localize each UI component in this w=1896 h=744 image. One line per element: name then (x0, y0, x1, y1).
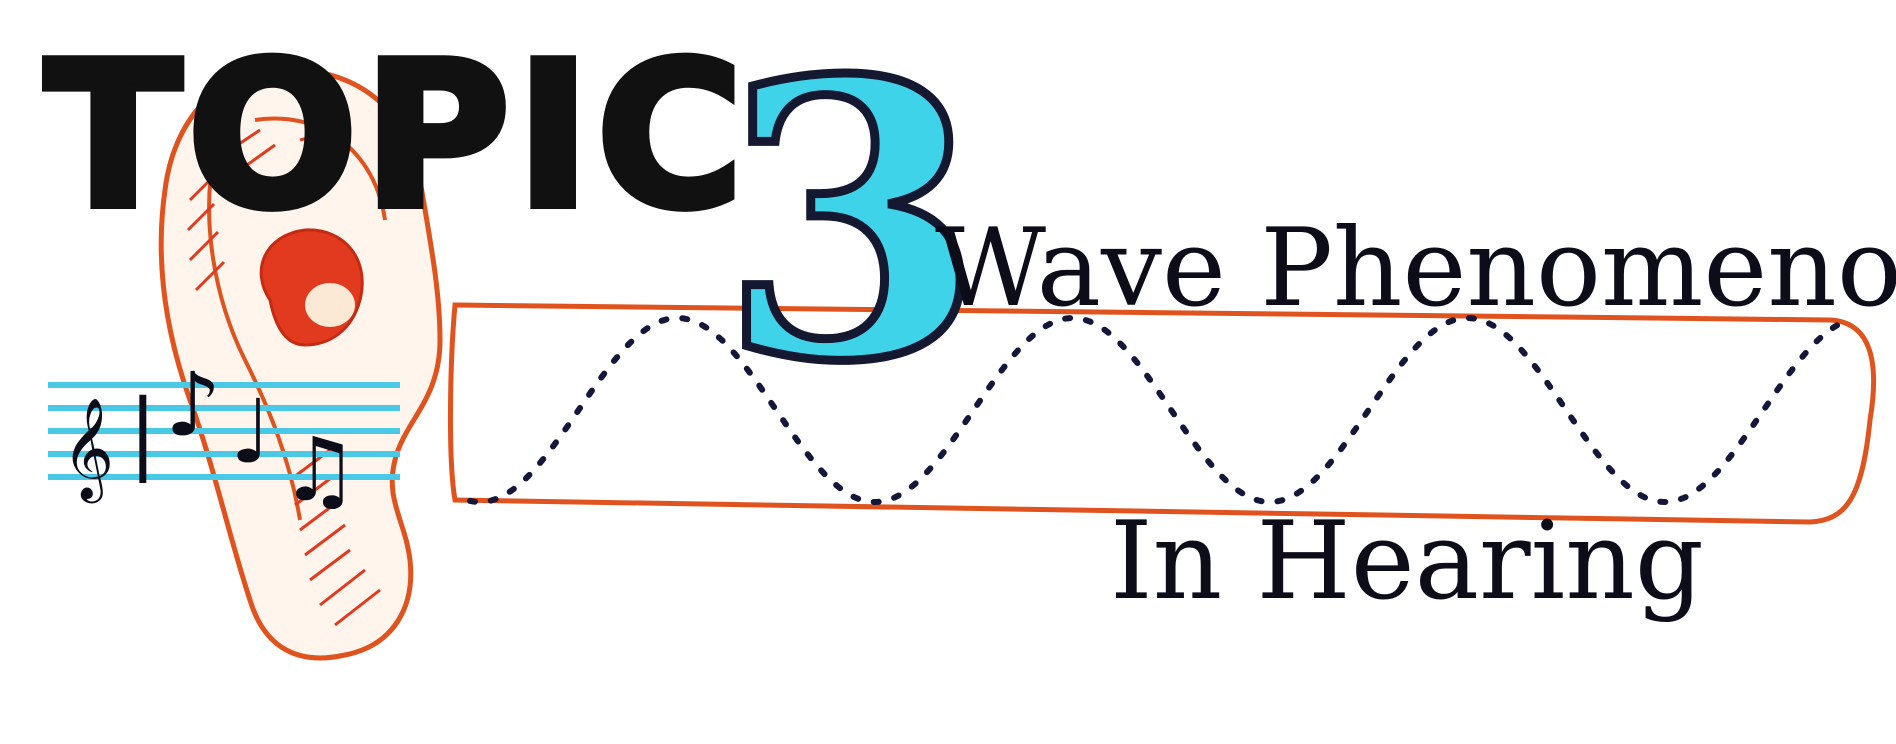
topic-number: 3 (720, 0, 984, 445)
title-line-1: Wave Phenomenon (935, 206, 1896, 331)
ear-icon (158, 66, 443, 661)
staff-lines (48, 382, 400, 480)
topic-word: TOPIC (45, 20, 749, 253)
tube-outline (447, 302, 1877, 525)
bar-line: | (128, 380, 158, 483)
sine-wave-icon (467, 314, 1845, 506)
title-line-2: In Hearing (1110, 499, 1704, 624)
ear-outline (158, 66, 443, 661)
eighth-note: ♪ (165, 353, 221, 456)
quarter-note: ♩ (230, 380, 272, 483)
ear-helix (254, 116, 387, 221)
beamed-notes: ♫ (280, 418, 359, 521)
ear-hatching (186, 128, 381, 627)
ear-inner-fold (207, 149, 302, 521)
music-staff-icon: 𝄞 | ♪ ♩ ♫ (48, 353, 400, 521)
treble-clef: 𝄞 (62, 396, 114, 504)
ear-canal-highlight (305, 283, 355, 327)
